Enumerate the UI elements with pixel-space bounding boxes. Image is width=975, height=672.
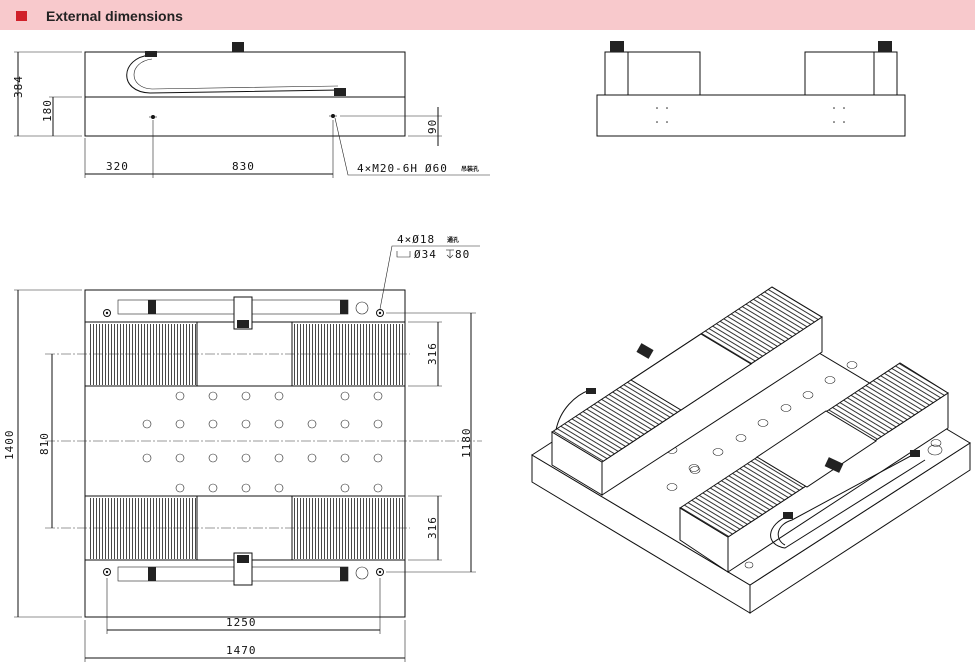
heat-fins — [292, 324, 403, 385]
counterbore-depth: 80 — [455, 248, 470, 261]
dim-830: 830 — [232, 160, 255, 173]
heat-fins — [88, 324, 197, 385]
leader-line — [379, 245, 480, 310]
dim-810: 810 — [38, 432, 51, 455]
hole-spec: 4×M20-6H — [357, 162, 418, 175]
through-hole-note: 通孔 — [447, 236, 459, 244]
dim-384: 384 — [12, 75, 25, 98]
connector — [824, 457, 844, 473]
hole-dia: Ø60 — [425, 162, 448, 175]
cable-chain — [126, 54, 341, 94]
through-hole — [376, 309, 384, 317]
rail-body — [84, 51, 406, 98]
dim-320: 320 — [106, 160, 129, 173]
top-view: 1400 810 316 316 1180 1250 1470 4×Ø18 通孔… — [3, 233, 482, 662]
dim-1180: 1180 — [460, 428, 473, 459]
leader-line — [334, 117, 490, 176]
connector — [636, 343, 654, 359]
connector — [334, 88, 346, 96]
mounting-holes — [142, 391, 383, 493]
through-hole — [103, 309, 111, 317]
connector — [145, 51, 157, 57]
through-hole — [103, 568, 111, 576]
lifting-hole-marker — [329, 114, 337, 118]
heat-fins — [292, 498, 403, 559]
cable-chain — [770, 451, 926, 549]
header-band — [0, 0, 975, 30]
counterbore-icon — [396, 251, 411, 258]
side-view — [596, 41, 906, 137]
connector — [232, 42, 244, 52]
carriage-front — [756, 410, 877, 488]
connector — [610, 41, 624, 52]
dim-1250: 1250 — [226, 616, 257, 629]
isometric-view — [531, 286, 971, 614]
through-hole — [376, 568, 384, 576]
front-view: 384 180 320 830 90 4×M20-6H Ø60 吊装孔 — [12, 42, 490, 178]
counterbore-dia: Ø34 — [414, 248, 437, 261]
base-plate — [84, 96, 406, 137]
lifting-hole-marker — [149, 115, 157, 119]
connector — [878, 41, 892, 52]
dim-90: 90 — [426, 119, 439, 134]
depth-icon — [446, 249, 454, 259]
section-title: External dimensions — [46, 8, 183, 24]
heat-fins — [88, 498, 197, 559]
dim-180: 180 — [41, 99, 54, 122]
dim-1470: 1470 — [226, 644, 257, 657]
dim-1400: 1400 — [3, 430, 16, 461]
dim-316-upper: 316 — [426, 342, 439, 365]
section-header: External dimensions — [0, 0, 975, 30]
carriage-back — [630, 333, 752, 411]
hole-note: 吊装孔 — [461, 165, 479, 173]
base-plate — [596, 94, 906, 137]
header-bullet-icon — [16, 11, 27, 21]
through-hole-spec: 4×Ø18 — [397, 233, 435, 246]
dim-316-lower: 316 — [426, 516, 439, 539]
